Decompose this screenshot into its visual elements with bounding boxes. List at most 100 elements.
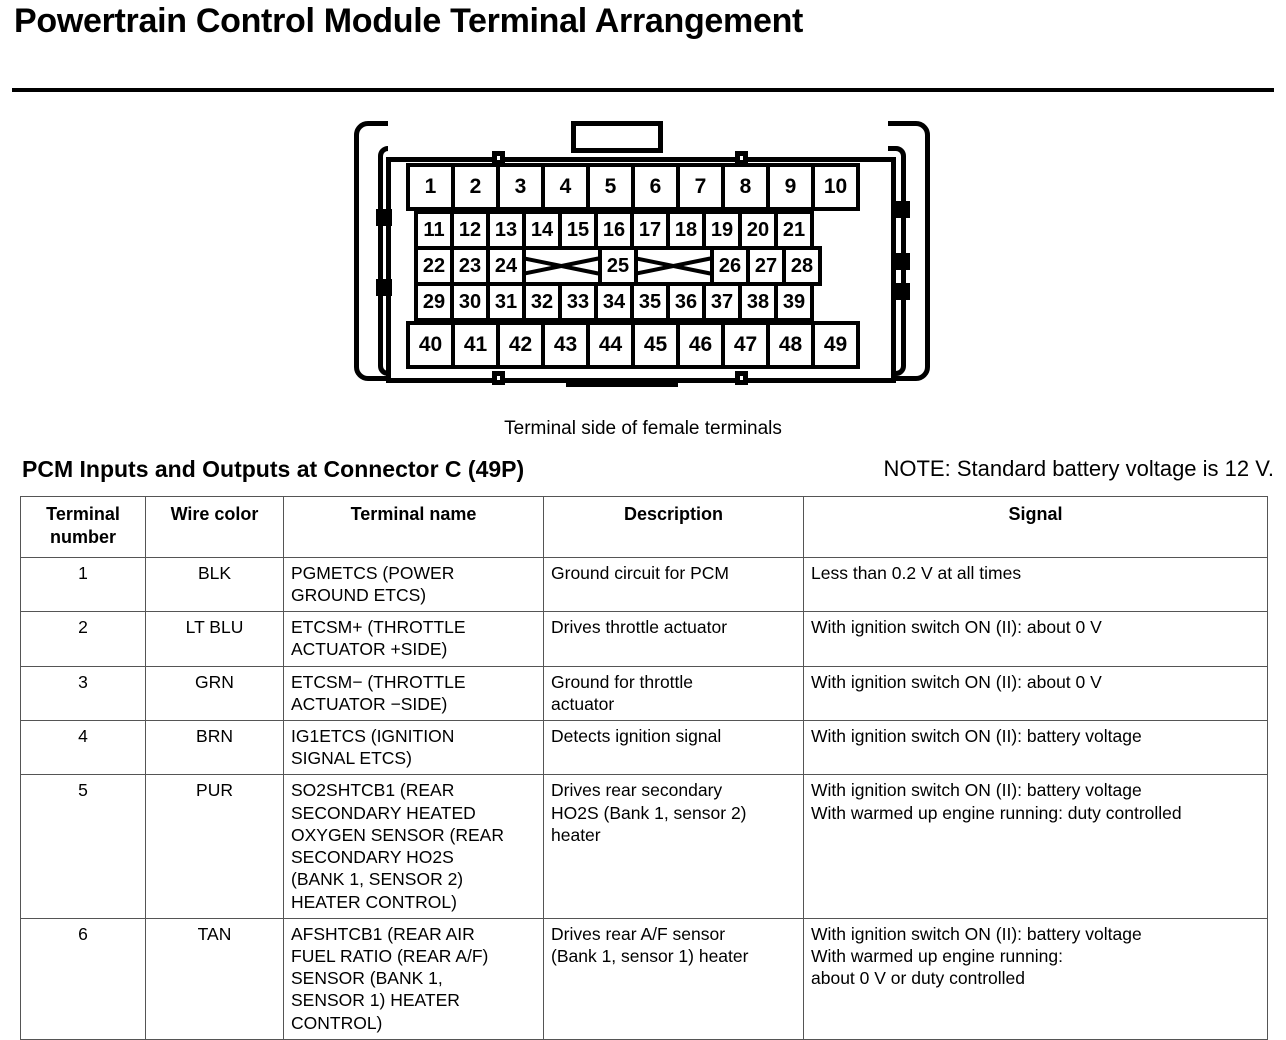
cell-terminal-name: PGMETCS (POWER GROUND ETCS) — [283, 556, 544, 613]
pin-cell-33: 33 — [558, 282, 598, 322]
pin-cell-34: 34 — [594, 282, 634, 322]
pin-cell-2: 2 — [451, 163, 500, 211]
pin-cell-32: 32 — [522, 282, 562, 322]
pin-cell-42: 42 — [496, 321, 545, 369]
cell-description: Drives throttle actuator — [543, 611, 804, 667]
pin-cell-26: 26 — [710, 246, 750, 286]
latch-tab-right-lower — [894, 283, 910, 300]
pin-cell-10: 10 — [811, 163, 860, 211]
cell-terminal-number: 5 — [20, 774, 146, 919]
alignment-notch-top-left — [492, 151, 505, 165]
cell-terminal-name: AFSHTCB1 (REAR AIR FUEL RATIO (REAR A/F)… — [283, 917, 544, 1040]
cell-signal: With ignition switch ON (II): battery vo… — [803, 917, 1268, 1040]
cell-terminal-number: 1 — [20, 556, 146, 613]
pin-cell-37: 37 — [702, 282, 742, 322]
column-header-wire-color: Wire color — [145, 496, 284, 558]
column-header-terminal-number: Terminal number — [20, 496, 146, 558]
title-divider — [12, 88, 1274, 92]
pin-cell-22: 22 — [414, 246, 454, 286]
pin-cell-21: 21 — [774, 210, 814, 250]
pin-cell-17: 17 — [630, 210, 670, 250]
latch-tab-right-middle — [894, 253, 910, 270]
column-header-description: Description — [543, 496, 804, 558]
latch-tab-right-upper — [894, 201, 910, 218]
cell-terminal-name: ETCSM− (THROTTLE ACTUATOR −SIDE) — [283, 665, 544, 722]
column-header-signal: Signal — [803, 496, 1268, 558]
pin-cell-38: 38 — [738, 282, 778, 322]
cell-terminal-number: 2 — [20, 611, 146, 667]
pin-cell-4: 4 — [541, 163, 590, 211]
latch-tab-left-upper — [376, 209, 392, 226]
pin-cell-25: 25 — [598, 246, 638, 286]
cell-description: Ground for throttle actuator — [543, 665, 804, 722]
cell-terminal-name: ETCSM+ (THROTTLE ACTUATOR +SIDE) — [283, 611, 544, 667]
pin-cell-15: 15 — [558, 210, 598, 250]
pin-cell-47: 47 — [721, 321, 770, 369]
pin-cell-31: 31 — [486, 282, 526, 322]
cell-wire-color: GRN — [145, 665, 284, 722]
cell-description: Detects ignition signal — [543, 720, 804, 776]
pin-cell-6: 6 — [631, 163, 680, 211]
pin-cell-28: 28 — [782, 246, 822, 286]
column-header-terminal-name: Terminal name — [283, 496, 544, 558]
pin-cell-40: 40 — [406, 321, 455, 369]
alignment-notch-bottom-right — [735, 371, 748, 385]
cell-terminal-number: 4 — [20, 720, 146, 776]
pin-cell-24: 24 — [486, 246, 526, 286]
pin-cell-1: 1 — [406, 163, 455, 211]
pin-cell-29: 29 — [414, 282, 454, 322]
pin-cell-12: 12 — [450, 210, 490, 250]
cell-terminal-number: 6 — [20, 917, 146, 1040]
pin-cell-36: 36 — [666, 282, 706, 322]
cell-signal: With ignition switch ON (II): about 0 V — [803, 665, 1268, 722]
pin-cell-48: 48 — [766, 321, 815, 369]
cell-wire-color: TAN — [145, 917, 284, 1040]
pin-cell-49: 49 — [811, 321, 860, 369]
cell-description: Drives rear secondary HO2S (Bank 1, sens… — [543, 774, 804, 919]
cell-terminal-name: SO2SHTCB1 (REAR SECONDARY HEATED OXYGEN … — [283, 774, 544, 919]
pin-cell-45: 45 — [631, 321, 680, 369]
cell-signal: Less than 0.2 V at all times — [803, 556, 1268, 613]
pin-cell-39: 39 — [774, 282, 814, 322]
alignment-notch-top-right — [735, 151, 748, 165]
pin-cell-9: 9 — [766, 163, 815, 211]
pin-cell-7: 7 — [676, 163, 725, 211]
pcm-io-table: Terminal number Wire color Terminal name… — [20, 496, 1268, 1040]
cell-signal: With ignition switch ON (II): battery vo… — [803, 774, 1268, 919]
cell-signal: With ignition switch ON (II): about 0 V — [803, 611, 1268, 667]
cell-description: Ground circuit for PCM — [543, 556, 804, 613]
table-header-row: Terminal number Wire color Terminal name… — [20, 496, 1268, 558]
cell-terminal-name: IG1ETCS (IGNITION SIGNAL ETCS) — [283, 720, 544, 776]
cell-description: Drives rear A/F sensor (Bank 1, sensor 1… — [543, 917, 804, 1040]
pin-cell-unused — [522, 246, 602, 286]
pin-cell-11: 11 — [414, 210, 454, 250]
diagram-caption: Terminal side of female terminals — [504, 418, 782, 439]
pin-cell-5: 5 — [586, 163, 635, 211]
pin-cell-8: 8 — [721, 163, 770, 211]
pin-cell-3: 3 — [496, 163, 545, 211]
pin-cell-27: 27 — [746, 246, 786, 286]
pin-cell-44: 44 — [586, 321, 635, 369]
cell-signal: With ignition switch ON (II): battery vo… — [803, 720, 1268, 776]
pin-cell-43: 43 — [541, 321, 590, 369]
pin-cell-35: 35 — [630, 282, 670, 322]
cell-wire-color: BRN — [145, 720, 284, 776]
alignment-notch-bottom-left — [492, 371, 505, 385]
cell-wire-color: LT BLU — [145, 611, 284, 667]
pin-cell-41: 41 — [451, 321, 500, 369]
pin-cell-30: 30 — [450, 282, 490, 322]
pin-cell-20: 20 — [738, 210, 778, 250]
pin-cell-18: 18 — [666, 210, 706, 250]
pin-cell-23: 23 — [450, 246, 490, 286]
pin-cell-13: 13 — [486, 210, 526, 250]
